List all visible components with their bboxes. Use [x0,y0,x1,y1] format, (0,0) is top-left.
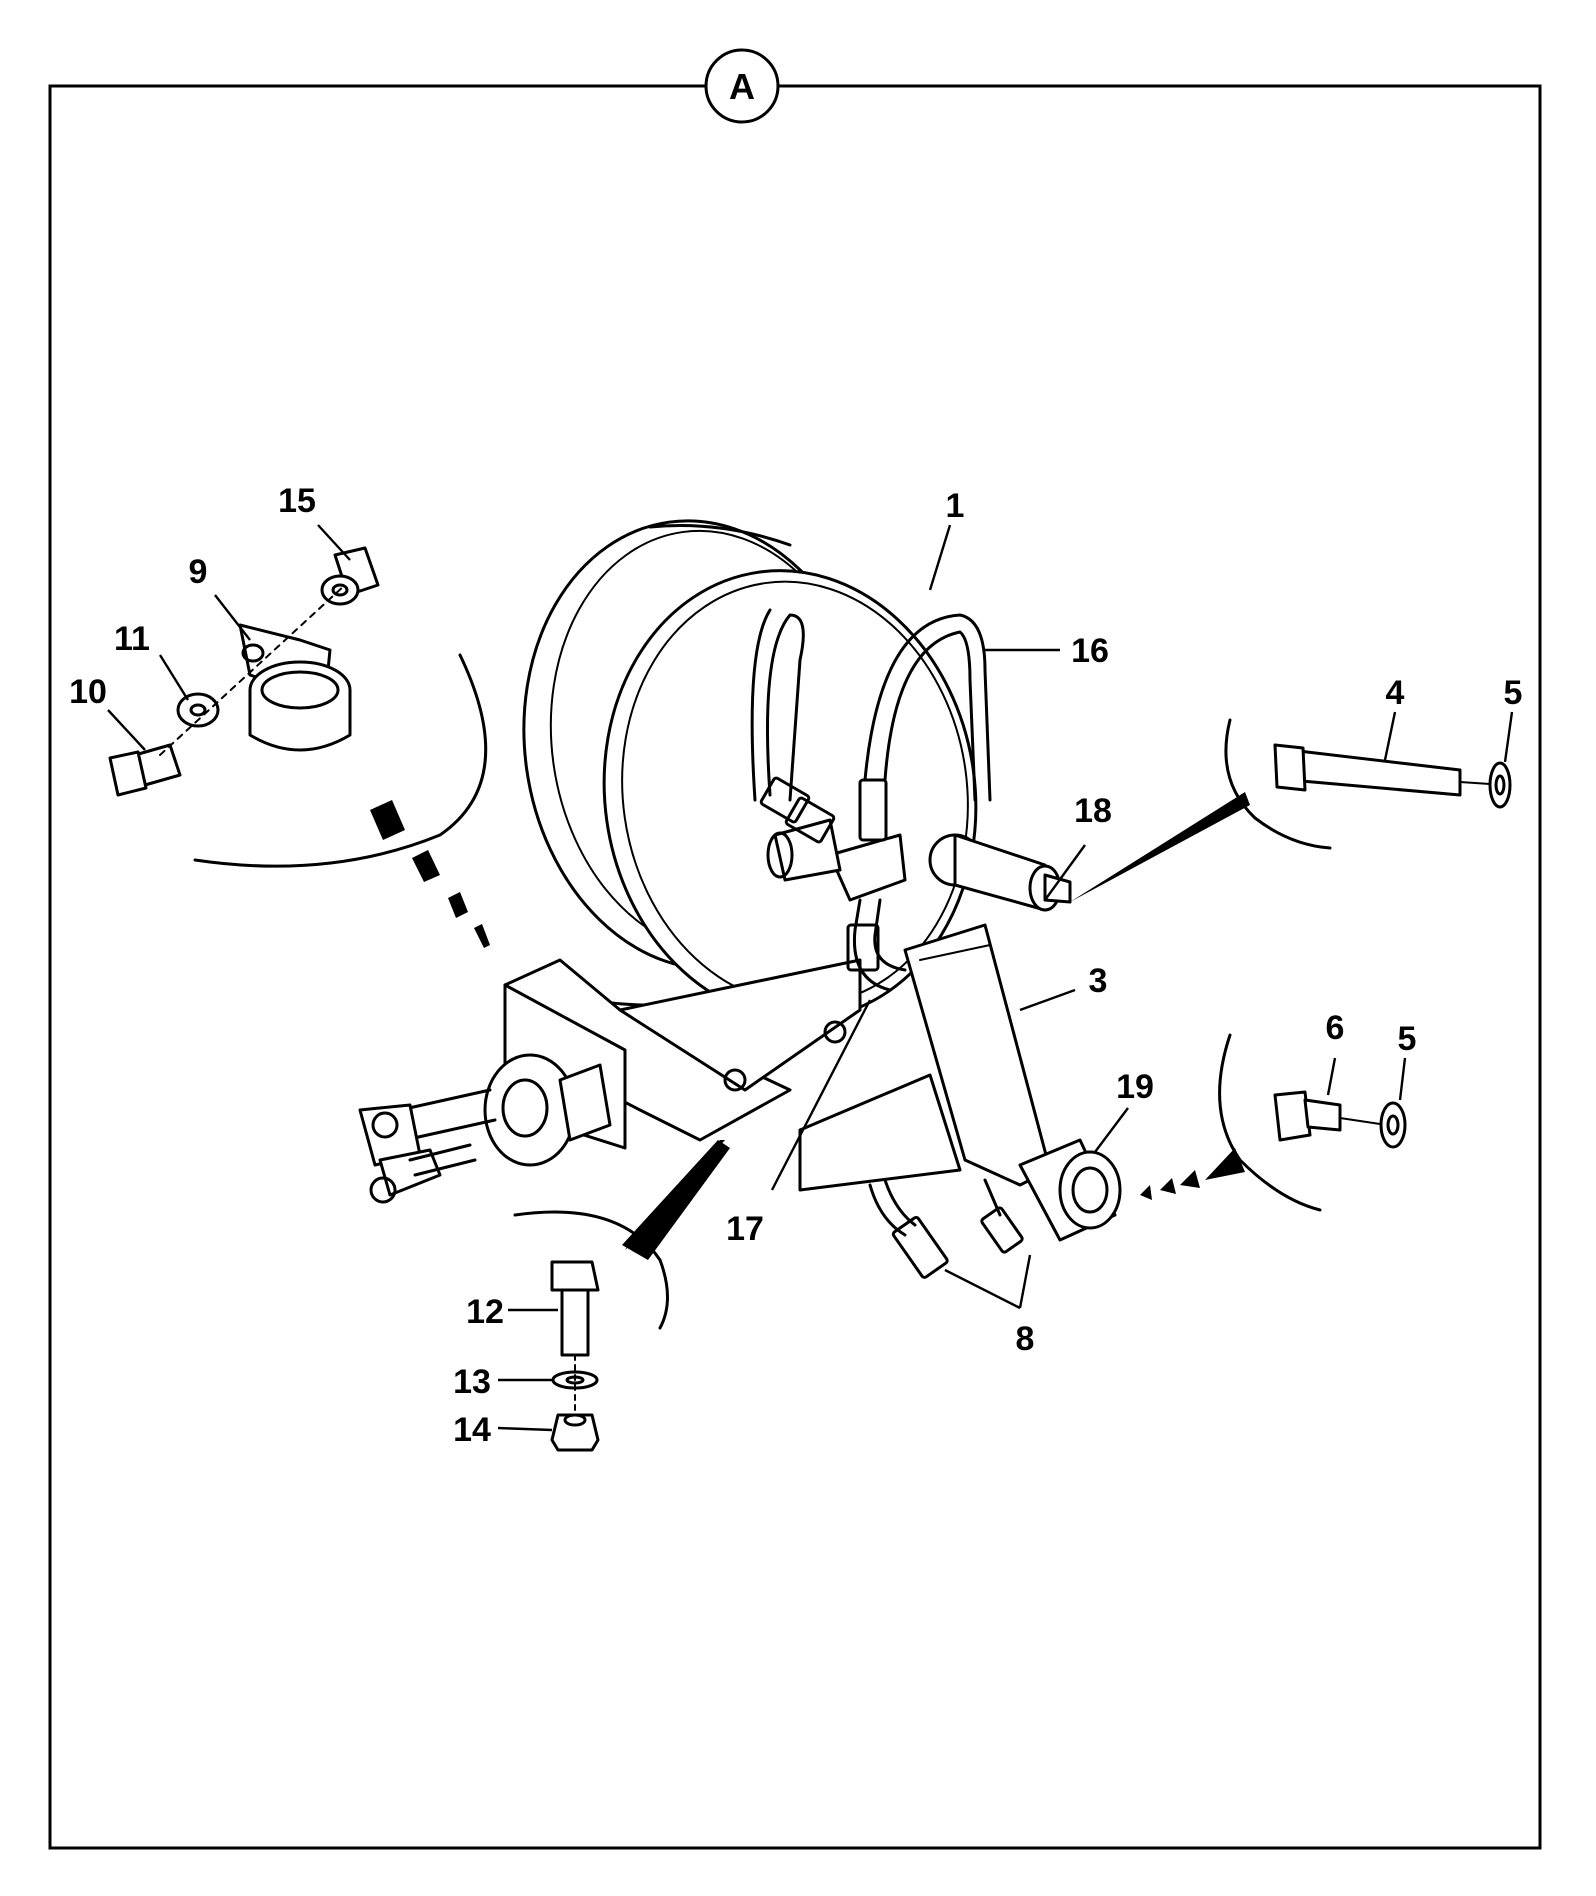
callout-14: 14 [453,1411,491,1449]
hose-reel-assembly [358,519,1122,1279]
callout-labels: 1 3 4 5 5 6 8 9 10 11 12 13 14 15 16 17 … [69,482,1522,1449]
detail-right-lower [1218,1033,1407,1212]
callout-15: 15 [278,482,316,520]
detail-right-upper [1224,718,1512,850]
callout-10: 10 [69,673,107,711]
callout-9: 9 [189,553,208,591]
callout-11: 11 [114,620,150,658]
callout-12: 12 [466,1293,504,1331]
diagram-frame [48,84,1542,1850]
callout-5a: 5 [1504,674,1523,712]
callout-6: 6 [1326,1009,1345,1047]
pointer-lower-left [622,1140,730,1260]
callout-5b: 5 [1398,1020,1417,1058]
detail-lower-left [513,1210,669,1452]
pointer-upper-left [370,800,490,948]
pointer-right-lower [1140,1148,1245,1200]
callout-18: 18 [1074,792,1112,830]
view-label: A [704,48,780,124]
callout-leaders [107,524,1514,1432]
view-label-text: A [729,66,755,107]
callout-16: 16 [1071,632,1109,670]
callout-17: 17 [726,1210,764,1248]
pointer-right-upper [1070,792,1250,902]
callout-1: 1 [946,487,965,525]
callout-4: 4 [1386,674,1405,712]
callout-19: 19 [1116,1068,1154,1106]
callout-8: 8 [1016,1320,1035,1358]
detail-upper-left [108,546,488,868]
callout-3: 3 [1089,962,1108,1000]
callout-13: 13 [453,1363,491,1401]
